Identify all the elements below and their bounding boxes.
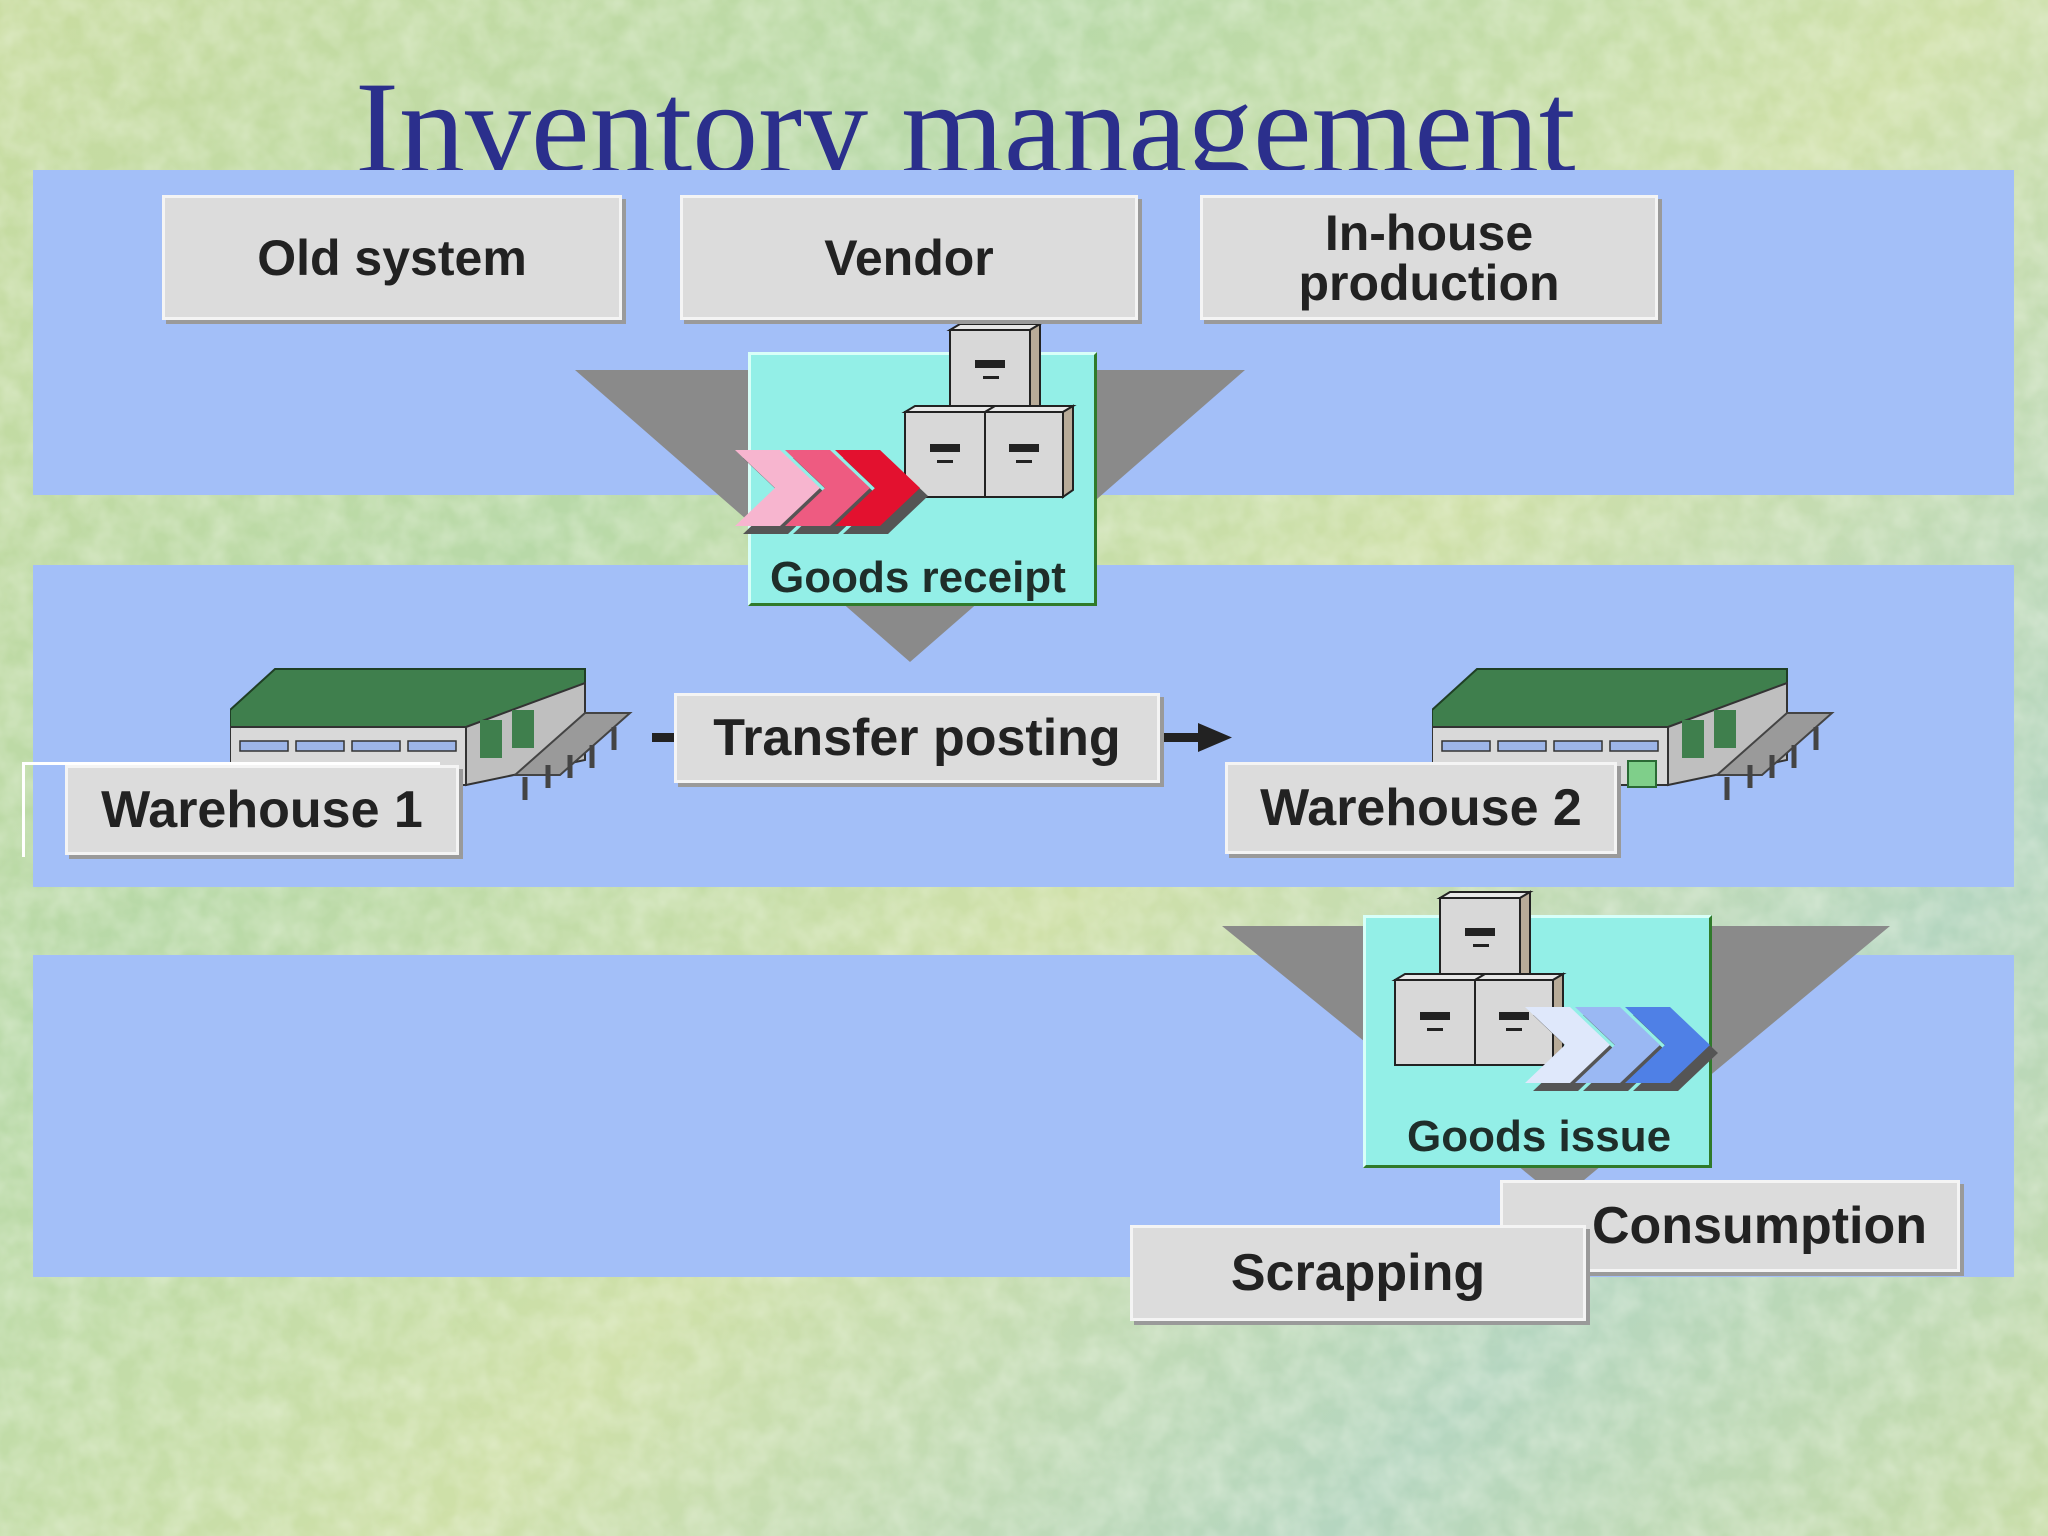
vendor-label: Vendor <box>680 195 1138 320</box>
warehouse-1-outline <box>22 762 440 857</box>
warehouse-1-label: Warehouse 1 <box>65 765 459 855</box>
vendor-text: Vendor <box>824 229 994 286</box>
goods-receipt-label: Goods receipt <box>770 553 1066 602</box>
warehouse-1-text: Warehouse 1 <box>101 781 423 839</box>
transfer-posting-text: Transfer posting <box>713 709 1121 767</box>
chevron-arrows-icon <box>1525 1007 1718 1091</box>
page-title: Inventory management <box>355 54 1576 170</box>
scrapping-text: Scrapping <box>1230 1244 1486 1302</box>
consumption-text: Consumption <box>1591 1197 1927 1255</box>
warehouse-icon <box>1432 668 1835 800</box>
scrapping-label: Scrapping <box>1130 1225 1586 1321</box>
chevron-arrows-icon <box>735 450 928 534</box>
stacked-boxes-icon <box>1391 890 1567 1067</box>
in-house-production-label: In-house production <box>1200 195 1658 320</box>
in-house-text: In-house <box>1324 204 1534 261</box>
transfer-posting-label: Transfer posting <box>674 693 1160 783</box>
warehouse-2-text: Warehouse 2 <box>1260 779 1582 837</box>
stacked-boxes-icon <box>901 322 1077 499</box>
old-system-text: Old system <box>257 229 527 286</box>
goods-issue-label: Goods issue <box>1407 1112 1672 1161</box>
right-arrow-icon <box>652 723 1232 752</box>
old-system-label: Old system <box>162 195 622 320</box>
production-text: production <box>1298 254 1560 311</box>
warehouse-2-label: Warehouse 2 <box>1225 762 1617 854</box>
warehouse-icon <box>230 668 633 800</box>
